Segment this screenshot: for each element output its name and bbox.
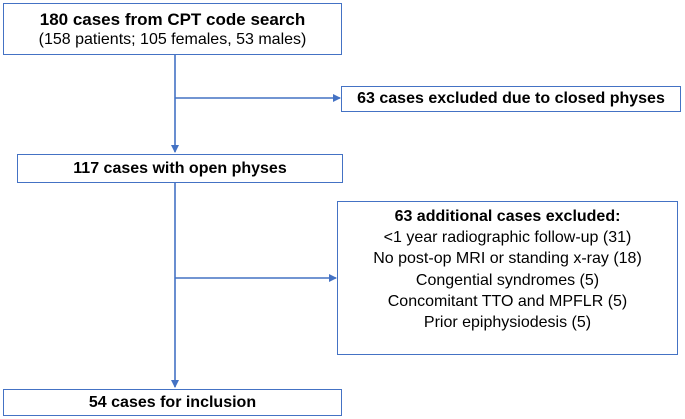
final-text: 54 cases for inclusion [88, 394, 257, 411]
start-detail: (158 patients; 105 females, 53 males) [38, 31, 307, 48]
exclusion2-item: Prior epiphysiodesis (5) [423, 314, 592, 332]
final-box: 54 cases for inclusion [3, 389, 342, 416]
exclusion2-item: No post-op MRI or standing x-ray (18) [373, 250, 642, 268]
exclusion1-text: 63 cases excluded due to closed physes [357, 90, 665, 107]
exclusion2-box: 63 additional cases excluded: <1 year ra… [337, 201, 678, 355]
exclusion2-title: 63 additional cases excluded: [394, 208, 621, 225]
open-physes-box: 117 cases with open physes [17, 154, 343, 183]
start-box: 180 cases from CPT code search (158 pati… [3, 3, 342, 55]
start-title: 180 cases from CPT code search [39, 10, 306, 29]
exclusion2-item: Congential syndromes (5) [415, 271, 600, 289]
exclusion2-item: Concomitant TTO and MPFLR (5) [387, 292, 628, 310]
open-physes-text: 117 cases with open physes [73, 160, 287, 177]
exclusion2-item: <1 year radiographic follow-up (31) [383, 229, 632, 246]
exclusion1-box: 63 cases excluded due to closed physes [341, 86, 681, 112]
